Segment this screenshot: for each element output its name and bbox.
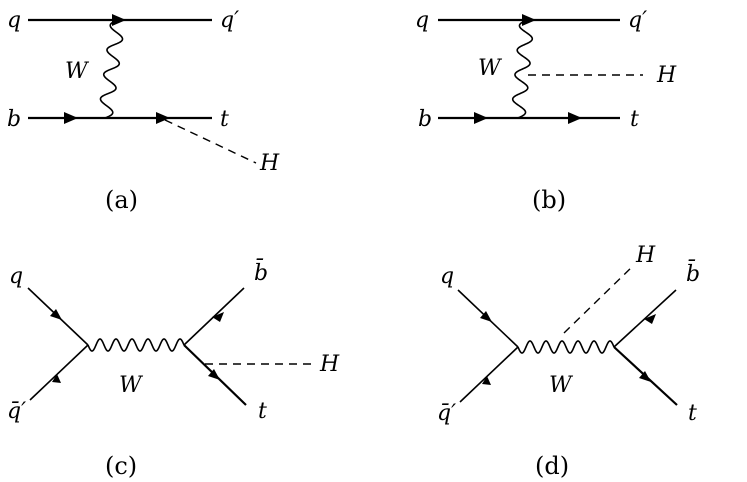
label-H: H	[319, 352, 340, 377]
label-t: t	[630, 107, 639, 132]
arrow-bbar	[644, 314, 656, 324]
label-W: W	[65, 59, 90, 84]
w-boson-propagator	[511, 19, 534, 119]
label-W: W	[478, 56, 503, 81]
label-qprime: q′	[220, 8, 239, 33]
quark-line-qbarprime	[459, 346, 519, 403]
arrow-q	[50, 309, 62, 320]
quark-line-qbarprime	[29, 344, 89, 401]
caption-c: (c)	[105, 452, 137, 480]
label-q: q	[415, 8, 429, 33]
label-q: q	[9, 264, 23, 289]
caption-d: (d)	[535, 452, 569, 480]
arrow-t	[208, 369, 220, 380]
label-b: b	[418, 107, 432, 132]
label-q: q	[7, 8, 21, 33]
label-t: t	[688, 401, 697, 426]
arrow-q	[522, 14, 536, 26]
quark-line-bbar	[613, 289, 677, 348]
label-H: H	[259, 151, 280, 176]
diagram-c: q q̄′ W b̄ H t (c)	[7, 258, 340, 480]
label-qbarprime: q̄′	[7, 399, 26, 424]
caption-a: (a)	[105, 186, 138, 214]
higgs-line	[164, 119, 257, 164]
arrow-t	[156, 112, 170, 124]
label-t: t	[258, 399, 267, 424]
arrow-t	[568, 112, 582, 124]
diagram-b: q q′ W H b t (b)	[415, 8, 677, 214]
arrow-qbarprime	[52, 374, 61, 383]
label-H: H	[656, 63, 677, 88]
label-W: W	[119, 373, 144, 398]
w-boson-propagator	[517, 340, 615, 354]
arrow-t	[639, 371, 651, 382]
diagram-a: q q′ W b t H (a)	[7, 8, 280, 214]
arrow-b	[64, 112, 78, 124]
w-boson-propagator	[99, 19, 124, 119]
higgs-line	[563, 264, 635, 334]
arrow-b	[474, 112, 488, 124]
diagram-d: q H b̄ q̄′ W t (d)	[437, 243, 700, 480]
arrow-q	[112, 14, 126, 26]
label-H: H	[635, 243, 656, 268]
label-qprime: q′	[628, 8, 647, 33]
label-W: W	[549, 373, 574, 398]
arrow-bbar	[212, 312, 224, 322]
arrow-qbarprime	[482, 376, 491, 385]
label-q: q	[440, 264, 454, 289]
arrow-q	[480, 311, 492, 322]
label-t: t	[220, 107, 229, 132]
label-b: b	[7, 107, 21, 132]
label-bbar: b̄	[254, 258, 268, 286]
label-qbarprime: q̄′	[437, 401, 456, 426]
caption-b: (b)	[532, 186, 566, 214]
w-boson-propagator	[87, 338, 185, 352]
label-bbar: b̄	[686, 259, 700, 287]
